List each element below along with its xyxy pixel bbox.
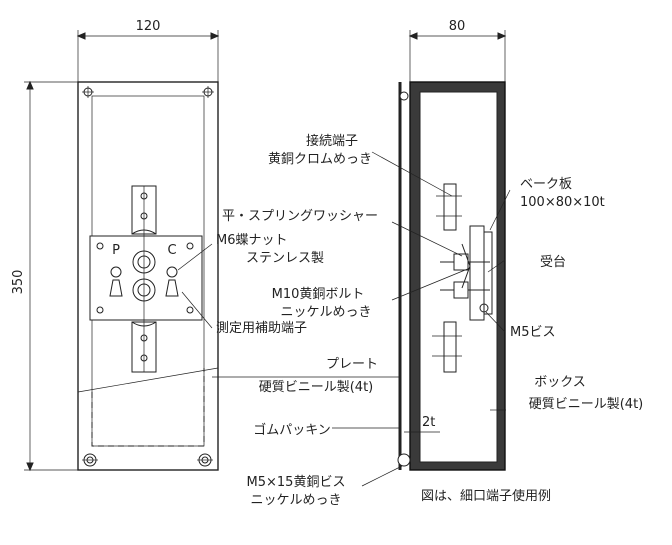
c-terminal-label: C: [167, 243, 176, 258]
side-terminal-upper: [436, 183, 462, 231]
caption: 図は、細口端子使用例: [421, 488, 551, 504]
corner-screw-tl: [82, 86, 94, 98]
receiver: [483, 231, 493, 315]
label-bakelite-2: 100×80×10t: [520, 195, 605, 210]
bolt-upper: [132, 250, 156, 274]
corner-screw-bl: [82, 453, 98, 467]
dim-side-width-label: 80: [449, 19, 466, 34]
label-aux-terminal: 測定用補助端子: [216, 321, 307, 336]
side-view: [397, 81, 506, 471]
dim-front-width: 120: [76, 19, 220, 82]
leader-lines: [177, 151, 511, 487]
label-bolt-1: M10黄銅ボルト: [272, 287, 365, 302]
p-terminal-label: P: [112, 243, 120, 258]
label-connection-terminal-2: 黄銅クロムめっき: [268, 152, 372, 167]
label-receiver: 受台: [540, 255, 566, 270]
terminal-bottom-screw-2: [140, 354, 148, 362]
side-bolts: [440, 243, 490, 299]
label-brass-screw-2: ニッケルめっき: [250, 493, 341, 508]
annotation-labels: 接続端子 黄銅クロムめっき ベーク板 100×80×10t 平・スプリングワッシ…: [216, 133, 643, 508]
terminal-bottom-screw-1: [140, 334, 148, 342]
dim-height: 350: [11, 80, 78, 472]
corner-screw-br: [197, 453, 213, 467]
label-packing-thickness: 2t: [422, 415, 435, 430]
label-wing-nut-1: M6蝶ナット: [216, 233, 288, 248]
label-box-1: ボックス: [534, 375, 586, 390]
label-plate-1: プレート: [326, 357, 378, 372]
corner-screw-tr: [202, 86, 214, 98]
label-washer: 平・スプリングワッシャー: [222, 209, 378, 224]
dim-side-width: 80: [408, 19, 507, 82]
terminal-top-screw-2: [140, 212, 148, 220]
label-bakelite-1: ベーク板: [520, 177, 572, 192]
label-m5-screw: M5ビス: [510, 325, 556, 340]
dim-front-width-label: 120: [136, 19, 161, 34]
p-terminal: [109, 266, 123, 297]
bakelite-board: [469, 225, 485, 321]
label-wing-nut-2: ステンレス製: [246, 251, 324, 266]
terminal-board: [89, 235, 203, 321]
c-terminal: [165, 266, 179, 297]
label-rubber-packing: ゴムパッキン: [253, 422, 331, 438]
label-connection-terminal-1: 接続端子: [306, 133, 358, 149]
label-plate-2: 硬質ビニール製(4t): [259, 380, 374, 395]
label-brass-screw-1: M5×15黄銅ビス: [247, 475, 346, 490]
label-bolt-2: ニッケルめっき: [280, 305, 371, 320]
front-view: P C: [77, 81, 219, 471]
dim-height-label: 350: [11, 270, 26, 295]
side-terminal-lower: [432, 321, 462, 373]
terminal-top-screw-1: [140, 192, 148, 200]
label-box-2: 硬質ビニール製(4t): [529, 397, 644, 412]
bolt-lower: [132, 278, 156, 302]
